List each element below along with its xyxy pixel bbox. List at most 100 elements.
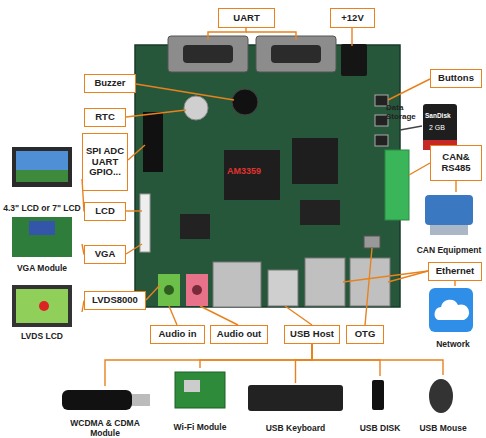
callout-box: CAN& RS485 [430, 145, 482, 181]
callout-box: Audio in [150, 325, 205, 344]
device-item: VGA Module [2, 215, 82, 273]
leader-line [351, 28, 352, 46]
leader-line [126, 210, 142, 211]
callout-label: LVDS8000 [92, 295, 138, 306]
usb-port [268, 270, 298, 306]
lcd-connector [140, 194, 150, 252]
callout-label: +12V [341, 13, 363, 24]
device-caption: USB Mouse [419, 424, 466, 433]
leader-line [169, 306, 177, 325]
callout-box: Buzzer [84, 74, 136, 93]
device-item: WCDMA & CDMA Module [55, 386, 155, 438]
device-caption: USB DISK [360, 424, 401, 433]
db9-connector [168, 36, 248, 72]
callout-box: VGA [84, 245, 126, 264]
callout-label: USB Host [290, 329, 334, 340]
device-item: Wi-Fi Module [165, 368, 235, 432]
callout-label: Audio in [159, 329, 197, 340]
leader-line [388, 271, 428, 282]
callout-box: LVDS8000 [84, 291, 146, 310]
connector-line [105, 344, 312, 386]
connector-line [312, 344, 443, 375]
callout-label: Ethernet [436, 266, 475, 277]
leader-line [365, 248, 372, 325]
vga-module-icon [12, 217, 72, 257]
rj45-port [213, 262, 261, 307]
connector-line [82, 301, 84, 313]
callout-box: +12V [330, 8, 375, 28]
callout-label: UART [233, 13, 259, 24]
leader-line [146, 285, 160, 300]
ladybug [39, 301, 49, 311]
wcdma-stick [62, 390, 132, 410]
device-item: USB Mouse [408, 375, 478, 433]
cloud-symbol [435, 300, 470, 320]
lcd-icon [12, 147, 72, 187]
buzzer-symbol [232, 89, 258, 115]
rj45-port [305, 258, 345, 306]
connector-line [312, 344, 380, 376]
leader-line [200, 306, 238, 325]
device-caption: Wi-Fi Module [174, 423, 227, 432]
connector-line [200, 344, 312, 368]
db9-connector [256, 36, 336, 72]
usb-plug [132, 394, 150, 406]
callout-box: OTG [346, 325, 384, 344]
connector-line [296, 344, 313, 383]
wifi-shield [184, 380, 200, 392]
callout-label: CAN& RS485 [432, 152, 480, 174]
wifi-module-icon [175, 372, 225, 408]
callout-label: Buzzer [94, 78, 125, 89]
leader-line [208, 28, 246, 40]
sd-card [423, 104, 457, 150]
audio-jack-hole [164, 285, 174, 295]
ic-chip [300, 200, 340, 225]
rtc-battery [184, 96, 208, 120]
callout-label: LCD [95, 206, 115, 217]
ic-chip [180, 214, 210, 239]
leader-line [409, 163, 430, 175]
callout-box: USB Host [284, 325, 340, 344]
device-item: 4.3" LCD or 7" LCD [2, 145, 82, 213]
callout-box: RTC [84, 108, 126, 127]
leader-line [285, 306, 312, 325]
lcd-screen-grass [16, 170, 68, 182]
audio-jack-hole [192, 285, 202, 295]
device-caption: 4.3" LCD or 7" LCD [3, 204, 81, 213]
callout-box: LCD [84, 202, 126, 221]
callout-label: OTG [355, 329, 376, 340]
device-item: Network [420, 286, 486, 349]
db9-socket [271, 45, 321, 63]
audio-jack [186, 274, 208, 306]
leader-line [128, 145, 145, 160]
processor-chip [224, 150, 280, 200]
device-caption: USB Keyboard [266, 424, 326, 433]
lvds-lcd-icon [12, 285, 72, 327]
callout-box: SPI ADC UART GPIO... [82, 133, 128, 191]
device-caption: Network [436, 340, 470, 349]
connector-line [82, 244, 84, 255]
device-item: CAN Equipment [412, 192, 486, 255]
part-label: 2 GB [429, 124, 457, 132]
callout-box: UART [218, 8, 275, 28]
connector-line [455, 181, 456, 192]
can-equipment-base [430, 225, 468, 235]
callout-box: Buttons [430, 69, 482, 88]
callout-box: Audio out [210, 325, 268, 344]
vga-connector [29, 221, 55, 235]
device-item: USB Keyboard [243, 383, 348, 433]
memory-chip [292, 138, 338, 184]
callout-label: SPI ADC UART GPIO... [84, 146, 126, 179]
device-item: USB DISK [353, 376, 407, 433]
callout-label: Buttons [438, 73, 474, 84]
callout-box: Ethernet [428, 262, 482, 281]
pin-header [143, 112, 163, 172]
leader-line [388, 79, 430, 100]
lcd-screen [16, 151, 68, 182]
circuit-board [135, 45, 400, 307]
connector-line [454, 281, 455, 286]
